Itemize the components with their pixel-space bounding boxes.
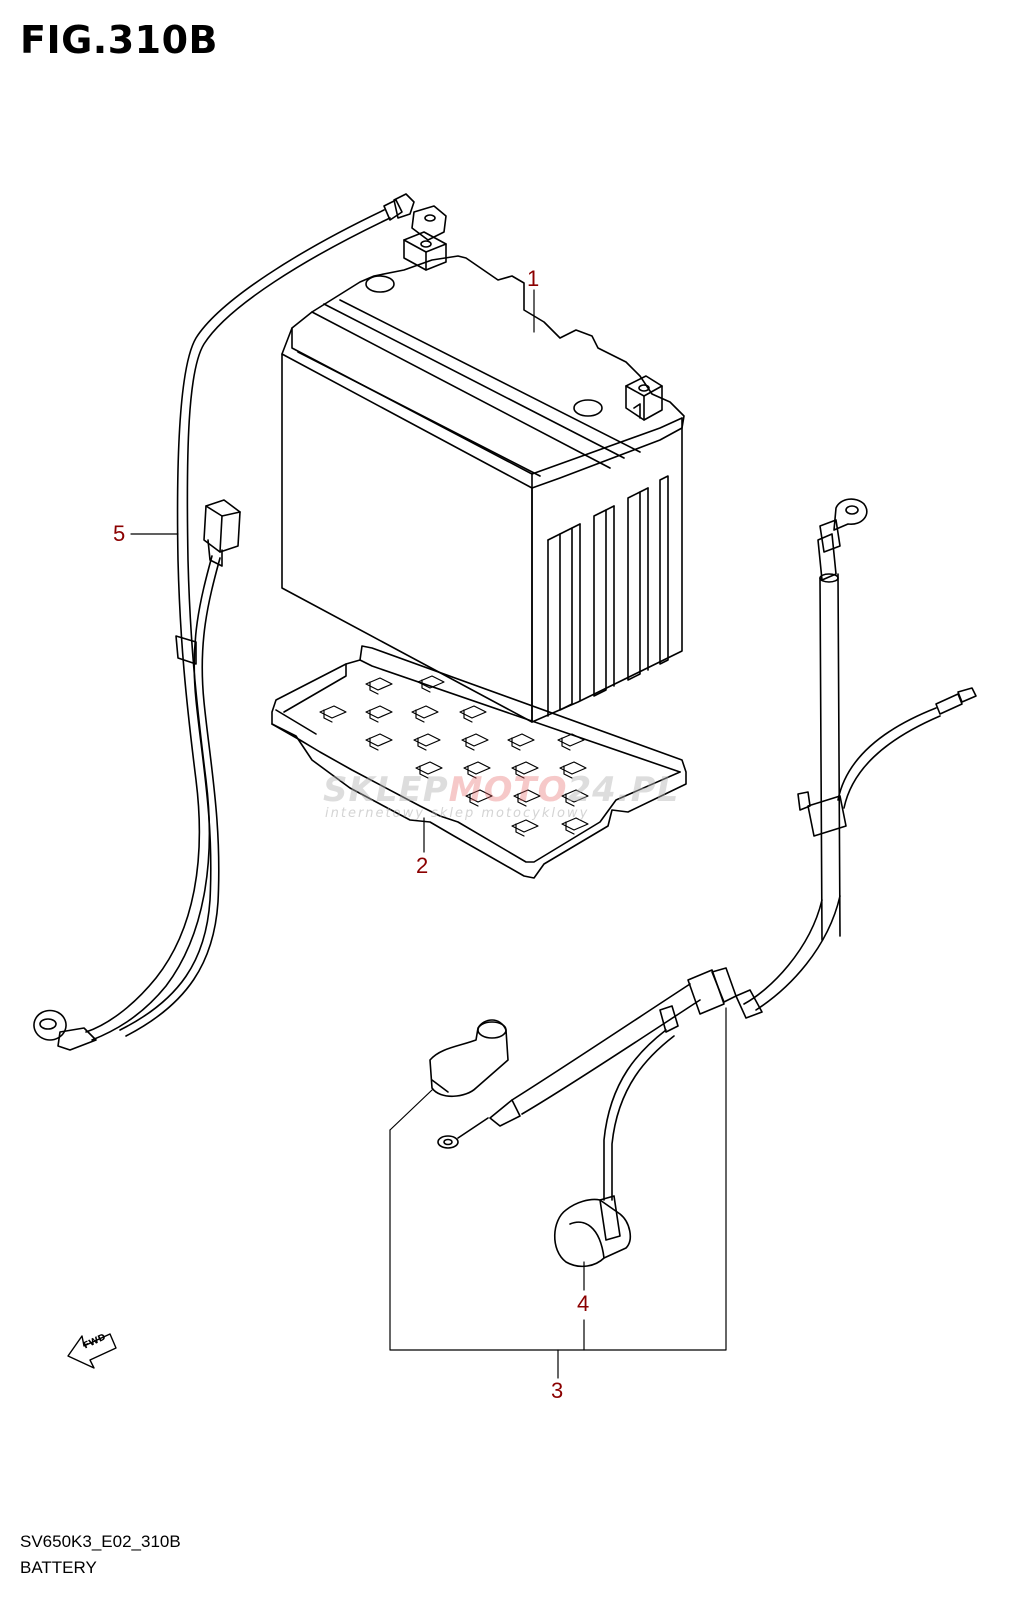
battery-tray [271, 645, 687, 879]
figure-title: FIG.310B [20, 18, 219, 62]
callout-4: 4 [577, 1291, 590, 1316]
watermark-main-b: MOTO [448, 770, 568, 810]
watermark: SKLEPMOTO24.PL internetowy sklep motocyk… [323, 770, 679, 821]
callout-5: 5 [113, 521, 126, 546]
battery-cable-left [33, 193, 447, 1051]
footer-diagram-name: BATTERY [20, 1558, 97, 1577]
battery-cable-right [429, 498, 977, 1268]
footer-diagram-code: SV650K3_E02_310B [20, 1532, 181, 1551]
watermark-main-c: 24.PL [567, 770, 680, 810]
callout-1: 1 [527, 266, 540, 291]
watermark-main: SKLEPMOTO24.PL [323, 770, 679, 810]
leader-lines [130, 289, 727, 1379]
callout-2: 2 [416, 853, 429, 878]
callout-3: 3 [551, 1378, 564, 1403]
watermark-sub: internetowy sklep motocyklowy [325, 806, 590, 821]
watermark-main-a: SKLEP [323, 770, 449, 810]
battery [281, 231, 685, 723]
fwd-arrow-icon [67, 1333, 117, 1369]
